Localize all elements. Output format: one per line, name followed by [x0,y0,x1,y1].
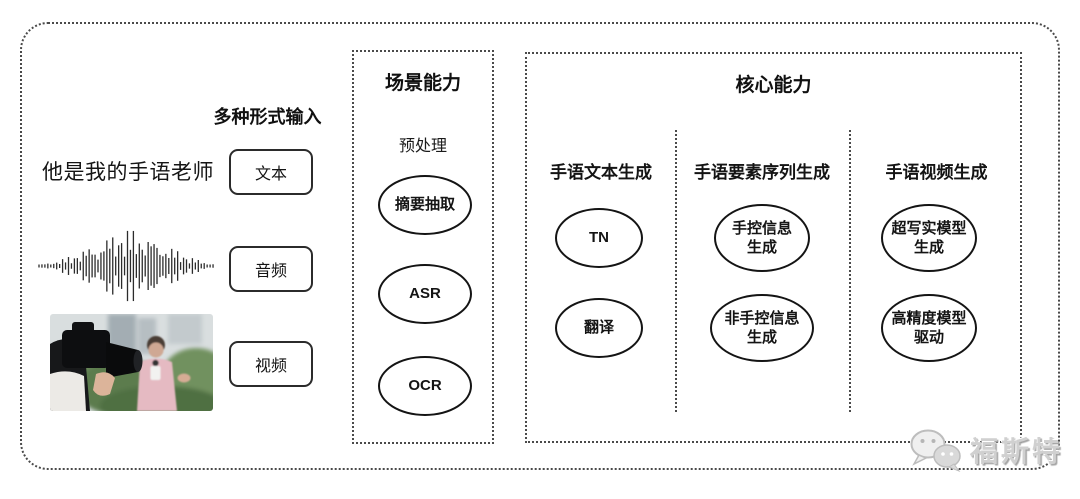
watermark-text: 福斯特 [970,436,1064,467]
node-hyperrealistic-model-generation: 超写实模型 生成 [881,204,977,272]
input-mode-box-audio: 音频 [229,246,313,292]
preprocess-label: 预处理 [398,138,447,155]
node-non-manual-info-generation: 非手控信息 生成 [710,294,814,362]
node-translation: 翻译 [555,298,643,358]
node-asr: ASR [378,264,472,324]
column-header-sign-element-sequence-generation: 手语要素序列生成 [694,163,830,182]
scene-capability-box: 场景能力 预处理 摘要抽取 ASR OCR [352,50,494,444]
node-summary-extraction: 摘要抽取 [378,175,472,235]
input-section-label: 多种形式输入 [213,107,322,127]
outer-frame [20,22,1060,470]
watermark: 福斯特 [906,428,1063,472]
cameraman-silhouette [50,322,143,411]
node-manual-info-generation: 手控信息 生成 [714,204,810,272]
input-mode-box-video: 视频 [229,341,313,387]
sample-sentence-text: 他是我的手语老师 [42,161,214,184]
node-tn: TN [555,208,643,268]
core-box-title: 核心能力 [735,75,812,96]
column-header-sign-text-generation: 手语文本生成 [550,163,652,182]
input-mode-label: 音频 [254,263,287,280]
input-mode-label: 文本 [254,166,287,183]
core-capability-box: 核心能力 手语文本生成 手语要素序列生成 手语视频生成 TN 翻译 手控信息 生… [525,52,1022,443]
input-mode-box-text: 文本 [229,149,313,195]
wechat-bubbles-icon [910,429,961,472]
video-frame-thumbnail [50,314,213,411]
column-header-sign-video-generation: 手语视频生成 [885,163,988,182]
column-divider [675,130,677,412]
scene-box-title: 场景能力 [384,73,461,94]
node-ocr: OCR [378,356,472,416]
input-mode-label: 视频 [254,358,287,375]
audio-waveform-icon [38,230,214,302]
reporter-figure [137,336,191,411]
column-divider [849,130,851,412]
node-high-precision-model-driving: 高精度模型 驱动 [881,294,977,362]
